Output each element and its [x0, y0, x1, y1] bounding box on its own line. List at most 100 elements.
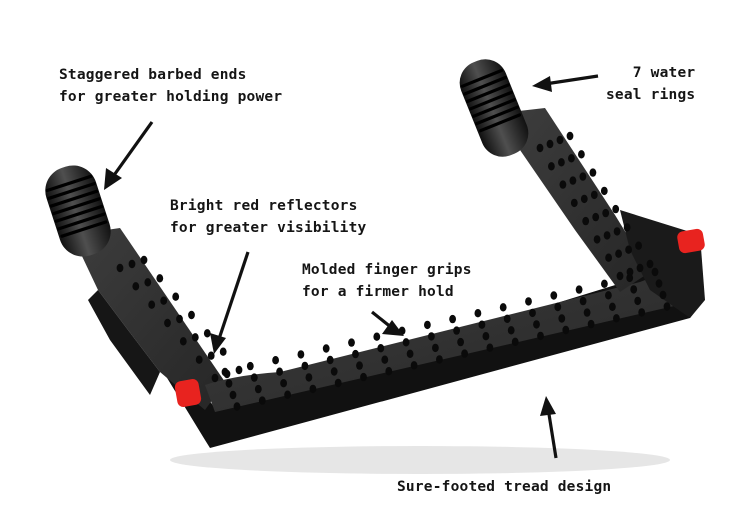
finger-grips-callout: Molded finger grips for a firmer hold	[302, 259, 472, 303]
tread-stud	[164, 318, 171, 328]
tread-stud	[579, 172, 587, 181]
tread-stud	[605, 253, 612, 262]
tread-stud	[511, 337, 519, 346]
tread-stud	[373, 332, 381, 341]
tread-stud	[377, 344, 385, 353]
tread-stud	[348, 338, 355, 347]
tread-stud	[548, 162, 555, 171]
water-seal-line1: 7 water	[632, 65, 696, 81]
tread-stud	[655, 279, 663, 288]
tread-stud	[272, 356, 279, 365]
tread-stud	[578, 150, 585, 159]
tread-stud	[207, 351, 215, 360]
water-seal-arrow	[544, 74, 599, 86]
tread-stud	[223, 369, 231, 379]
tread-studs	[116, 131, 671, 411]
tread-stud	[605, 291, 612, 300]
tread-stud	[144, 278, 152, 287]
tread-stud	[499, 303, 507, 312]
tread-stud	[613, 314, 620, 323]
tread-stud	[203, 329, 211, 338]
tread-stud	[246, 361, 254, 371]
tread-stud	[533, 320, 540, 329]
tread-stud	[128, 259, 136, 269]
tread-stud	[554, 302, 562, 312]
right-barbed-peg	[459, 59, 529, 157]
tread-stud	[305, 373, 313, 382]
tread-stud	[609, 302, 616, 311]
tread-stud	[250, 373, 258, 382]
barbed-ends-line1: Staggered barbed ends	[59, 67, 247, 83]
left-leg-side	[88, 290, 160, 395]
tread-stud	[625, 245, 632, 254]
reflectors-line1: Bright red reflectors	[170, 198, 358, 214]
right-reflector	[677, 228, 705, 254]
tread-stud	[156, 274, 164, 283]
tread-stud	[284, 390, 291, 399]
tread-stud	[635, 241, 642, 250]
tread-stud	[569, 176, 577, 185]
tread-callout: Sure-footed tread design	[397, 476, 611, 498]
water-seal-line2: seal rings	[606, 87, 696, 103]
tread-stud	[566, 131, 574, 141]
tread-stud	[550, 291, 558, 300]
tread-stud	[603, 231, 611, 240]
tread-stud	[233, 402, 241, 411]
tread-stud	[536, 143, 544, 153]
tread-stud	[589, 168, 597, 177]
barbed-ends-line2: for greater holding power	[59, 89, 283, 105]
tread-stud	[482, 332, 490, 341]
tread-stud	[562, 325, 570, 335]
tread-stud	[626, 267, 634, 277]
tread-stud	[432, 343, 439, 353]
tread-stud	[280, 379, 287, 388]
tread-stud	[474, 309, 482, 318]
tread-stud	[219, 347, 227, 356]
tread-stud	[507, 326, 515, 335]
tread-stud	[600, 186, 608, 196]
tread-stud	[593, 235, 601, 244]
tread-stud	[638, 308, 646, 317]
tread-stud	[410, 361, 418, 370]
tread-stud	[334, 378, 342, 388]
tread-stud	[582, 216, 590, 226]
tread-stud	[457, 337, 464, 347]
tread-stud	[537, 331, 544, 341]
left-leg	[72, 228, 225, 410]
tread-top	[205, 262, 700, 412]
tread-stud	[449, 314, 456, 324]
tread-stud	[381, 355, 389, 364]
tread-stud	[615, 249, 622, 258]
tread-stud	[651, 267, 659, 277]
tread-stud	[583, 308, 591, 317]
tread-stud	[546, 139, 554, 149]
tread-stud	[301, 361, 309, 371]
tread-stud	[601, 279, 608, 288]
tread-stud	[309, 384, 317, 394]
tread-stud	[575, 285, 583, 294]
left-barbed-peg	[45, 165, 111, 257]
reflectors-callout: Bright red reflectors for greater visibi…	[170, 195, 366, 239]
tread-stud	[580, 194, 588, 204]
tread-stud	[385, 367, 393, 376]
tread-stud	[613, 227, 621, 236]
right-leg	[510, 108, 650, 292]
tread-line1: Sure-footed tread design	[397, 479, 612, 495]
tread-stud	[612, 204, 620, 214]
tread-stud	[556, 135, 564, 145]
tread-stud	[568, 154, 575, 163]
tread-stud	[428, 332, 435, 341]
tread-stud	[258, 396, 266, 405]
tread-stud	[225, 379, 233, 388]
tread-stud	[172, 292, 180, 301]
finger-grips-line2: for a firmer hold	[302, 284, 454, 300]
left-reflector	[174, 379, 202, 407]
tread-stud	[579, 296, 587, 306]
tread-stud	[659, 290, 667, 300]
tread-stud	[330, 367, 338, 376]
tread-stud	[406, 349, 414, 358]
tread-stud	[525, 297, 532, 306]
tread-stud	[592, 212, 600, 222]
tread-stud	[356, 361, 363, 370]
